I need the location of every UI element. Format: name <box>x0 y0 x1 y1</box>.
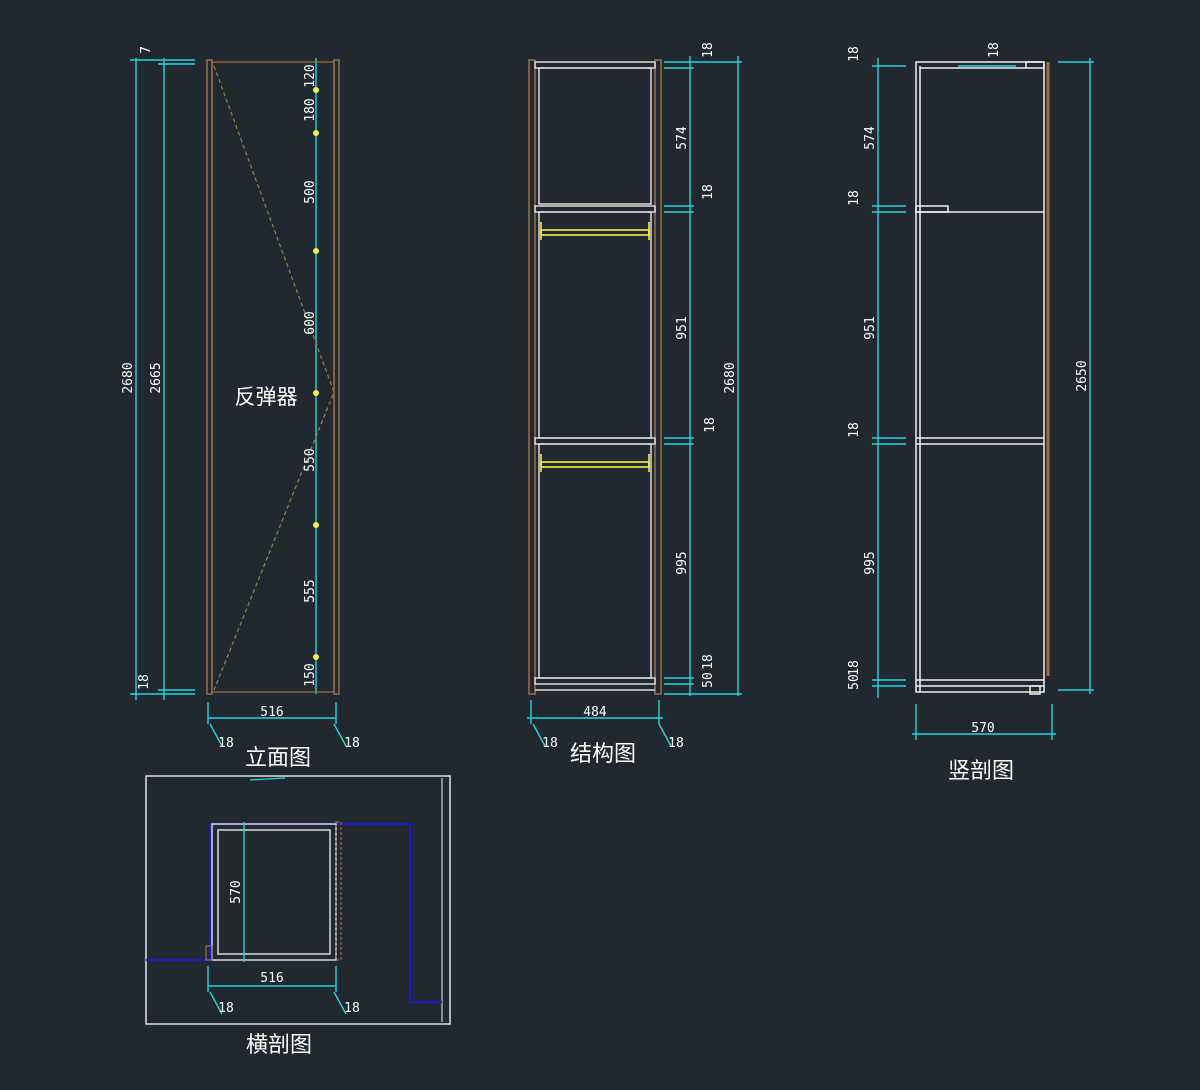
section-h-dim-width: 516 <box>260 971 283 986</box>
structure-dim-shelf2: 18 <box>703 417 718 433</box>
elevation-door-panel <box>211 61 335 693</box>
structure-dim-width: 484 <box>583 705 607 720</box>
section-v-dim-seg3: 995 <box>863 551 878 574</box>
structure-dim-base: 50 <box>701 672 716 688</box>
elevation-caption: 立面图 <box>245 746 311 771</box>
structure-dim-seg3: 995 <box>675 551 690 574</box>
elevation-left-side-panel <box>206 59 213 695</box>
elevation-dim-left-side: 18 <box>218 736 234 751</box>
section-v-dim-depth: 570 <box>971 721 994 736</box>
elevation-dim-seg4: 600 <box>303 311 318 334</box>
section-h-wall-line <box>146 823 442 1003</box>
structure-carcass <box>534 61 656 691</box>
structure-dim-shelf1: 18 <box>701 184 716 200</box>
elevation-view: 2680 2665 7 18 120 180 500 600 550 555 1… <box>121 46 360 771</box>
elevation-dim-top-gap: 7 <box>139 46 154 54</box>
elevation-dim-ticks <box>313 87 319 660</box>
structure-dim-top-panel: 18 <box>701 42 716 58</box>
structure-dim-lines <box>527 56 742 747</box>
elevation-hinge-guide <box>213 65 335 691</box>
section-h-door-panel <box>335 821 342 961</box>
elevation-dim-seg1: 120 <box>303 64 318 87</box>
horizontal-section-view: 570 516 18 18 横剖图 <box>145 775 451 1058</box>
section-v-carcass <box>915 61 1045 695</box>
elevation-dim-total-outer: 2680 <box>121 362 136 393</box>
elevation-dim-right-side: 18 <box>344 736 360 751</box>
vertical-section-view: 18 18 574 18 951 18 995 18 50 2650 570 竖… <box>847 42 1094 784</box>
section-h-caption: 横剖图 <box>246 1033 312 1058</box>
section-v-dim-shelf2: 18 <box>847 422 862 438</box>
elevation-dim-lines <box>130 58 347 747</box>
structure-left-side-panel <box>528 59 536 695</box>
elevation-dim-total-inner: 2665 <box>149 362 164 393</box>
section-v-dim-bottom: 18 <box>847 660 862 676</box>
section-h-dim-lines <box>207 822 347 1015</box>
section-v-dim-seg2: 951 <box>863 316 878 339</box>
section-h-dim-left-side: 18 <box>218 1001 234 1016</box>
elevation-dim-seg6: 555 <box>303 579 318 602</box>
structure-dim-total: 2680 <box>723 362 738 393</box>
elevation-rebound-device-label: 反弹器 <box>235 385 298 409</box>
section-v-dim-top-gap: 18 <box>987 42 1002 58</box>
elevation-dim-seg3: 500 <box>303 180 318 203</box>
section-h-frame <box>145 775 451 1025</box>
elevation-dim-bottom-gap: 18 <box>137 674 152 690</box>
section-v-caption: 竖剖图 <box>948 759 1014 784</box>
section-v-dim-top-panel: 18 <box>847 46 862 62</box>
structure-view: 18 574 18 951 18 995 18 50 2680 484 18 1… <box>527 42 742 767</box>
section-h-leader-line <box>249 777 286 781</box>
elevation-dim-width: 516 <box>260 705 283 720</box>
structure-caption: 结构图 <box>570 742 636 767</box>
section-v-dim-base: 50 <box>847 674 862 690</box>
elevation-dim-seg7: 150 <box>303 663 318 686</box>
elevation-dim-seg5: 550 <box>303 448 318 471</box>
section-h-dim-right-side: 18 <box>344 1001 360 1016</box>
structure-hanging-rails <box>540 222 650 472</box>
structure-dim-right-side: 18 <box>668 736 684 751</box>
structure-dim-bottom: 18 <box>701 654 716 670</box>
structure-dim-seg1: 574 <box>675 126 690 150</box>
structure-right-side-panel <box>654 59 662 695</box>
structure-dim-left-side: 18 <box>542 736 558 751</box>
section-v-dim-shelf1: 18 <box>847 190 862 206</box>
section-h-left-edge <box>205 945 213 961</box>
structure-dim-seg2: 951 <box>675 316 690 339</box>
section-v-dim-lines <box>872 58 1094 740</box>
elevation-right-side-panel <box>333 59 340 695</box>
section-v-dim-total: 2650 <box>1075 360 1090 391</box>
elevation-dim-seg2: 180 <box>303 98 318 121</box>
section-h-dim-depth: 570 <box>229 880 244 903</box>
section-v-dim-seg1: 574 <box>863 126 878 150</box>
